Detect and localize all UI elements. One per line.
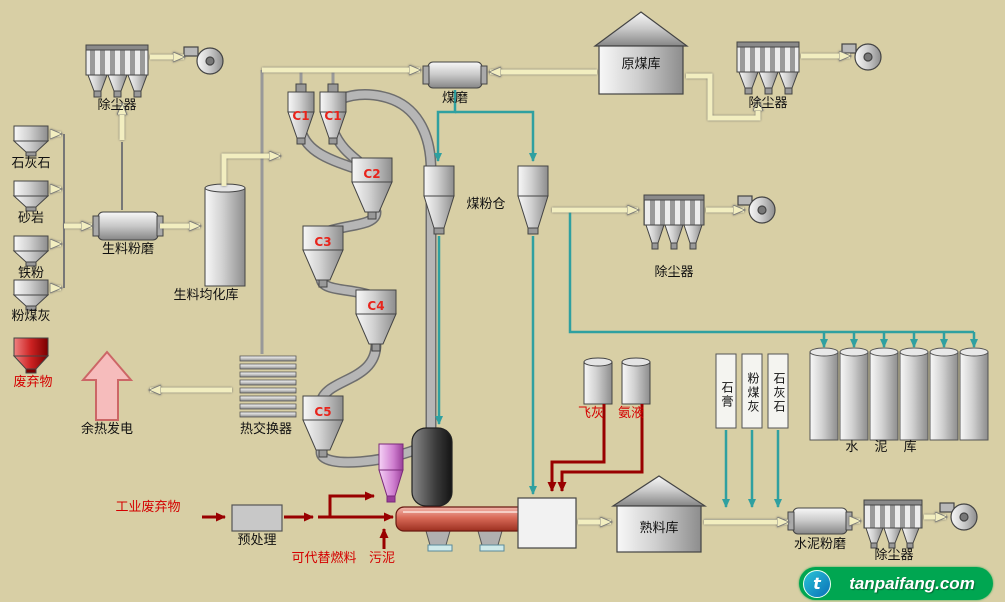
sandstone-label: 砂岩 — [17, 211, 44, 226]
dust-collector-tr-label: 除尘器 — [748, 96, 788, 111]
limestone-additive-label: 石灰石 — [772, 372, 786, 414]
limestone-label: 石灰石 — [11, 156, 51, 171]
gas-powder-flow-lines — [434, 90, 978, 508]
gypsum-bin — [715, 353, 737, 429]
cyclone-c4-label: C4 — [367, 299, 385, 313]
cyclone-c1a — [287, 91, 315, 145]
waste-label: 废弃物 — [13, 375, 53, 390]
dust-collector-top-right-shape — [736, 41, 800, 95]
iron-powder-label: 铁粉 — [17, 266, 44, 281]
fly-ash-bin — [12, 279, 50, 311]
waste-heat-power-label: 余热发电 — [80, 422, 133, 437]
tanpaifang-watermark[interactable]: t tanpaifang.com — [799, 567, 993, 600]
fan-top-left — [183, 46, 224, 75]
cyclone-c2 — [351, 157, 393, 220]
pretreatment-shape — [231, 504, 283, 532]
cyclone-c1b-label: C1 — [324, 109, 342, 123]
heat-exchanger-shape — [239, 355, 297, 418]
cyclone-c4 — [355, 289, 397, 352]
fan-mid-right — [737, 195, 776, 224]
waste-fuel-flow-lines — [202, 404, 644, 549]
coal-powder-silo-right — [517, 165, 549, 235]
cement-mill-shape — [787, 507, 853, 535]
cyclone-c2-label: C2 — [363, 167, 381, 181]
limestone-bin — [12, 125, 50, 157]
fly-ash-additive-label: 粉煤灰 — [746, 372, 760, 414]
raw-material-bins — [12, 125, 50, 374]
gypsum-label: 石膏 — [720, 381, 734, 409]
raw-mill-label: 生料粉磨 — [101, 242, 154, 257]
ammonia-tank — [621, 357, 651, 405]
waste-bin — [12, 337, 50, 374]
material-flow-arrows — [50, 56, 946, 522]
sludge-label: 污泥 — [368, 551, 395, 566]
homogenization-silo-shape — [204, 183, 246, 287]
cement-mill-label: 水泥粉磨 — [793, 537, 846, 552]
sandstone-bin — [12, 180, 50, 212]
industrial-waste-label: 工业废弃物 — [115, 500, 181, 515]
clinker-store-label: 熟料库 — [639, 521, 679, 536]
heat-exchanger-label: 热交换器 — [239, 422, 292, 437]
raw-coal-store-shape — [593, 11, 689, 95]
coal-powder-silo-left — [423, 165, 455, 235]
fly-ash-tank — [583, 357, 613, 405]
dust-collector-mid-right-shape — [643, 194, 705, 250]
cyclone-c3 — [302, 225, 344, 288]
rotary-kiln-shape — [395, 506, 531, 552]
cement-silos-shape — [809, 347, 989, 441]
additive-bins — [715, 353, 789, 429]
dust-collector-tl-label: 除尘器 — [97, 98, 137, 113]
raw-mill-shape — [92, 211, 164, 241]
coal-mill-label: 煤磨 — [441, 91, 468, 106]
homogenization-silo-label: 生料均化库 — [173, 288, 239, 303]
dust-collector-mr-label: 除尘器 — [654, 265, 694, 280]
alt-fuel-feeder — [378, 443, 404, 503]
pretreatment-label: 预处理 — [237, 533, 277, 548]
dust-collector-br-label: 除尘器 — [874, 548, 914, 563]
cyclone-c3-label: C3 — [314, 235, 332, 249]
tanpaifang-logo-text: tanpaifang.com — [849, 573, 975, 593]
fly-ash-label: 飞灰 — [577, 406, 604, 421]
iron-powder-bin — [12, 235, 50, 267]
cyclone-c5-label: C5 — [314, 405, 332, 419]
raw-coal-store-label: 原煤库 — [621, 57, 661, 72]
cement-silos-label: 水 泥 库 — [845, 440, 923, 455]
coal-mill-shape — [422, 61, 488, 89]
tanpaifang-logo-icon: t — [803, 569, 831, 598]
clinker-store-shape — [610, 475, 708, 553]
cyclone-c5 — [302, 395, 344, 458]
fly-ash-raw-label: 粉煤灰 — [11, 309, 51, 324]
coal-powder-silos — [423, 165, 549, 235]
coal-powder-silo-label: 煤粉仓 — [466, 197, 506, 212]
preheater-cyclones — [287, 83, 397, 458]
cyclone-c1b — [319, 91, 347, 145]
ammonia-label: 氨液 — [617, 406, 644, 421]
kiln-smoke-chamber — [411, 427, 453, 507]
dust-collector-top-left-shape — [85, 44, 149, 98]
cyclone-c1a-label: C1 — [292, 109, 310, 123]
fan-bottom-right — [939, 502, 978, 531]
fan-top-right — [841, 43, 882, 71]
alternative-fuel-label: 可代替燃料 — [291, 551, 357, 566]
fly-ash-additive-bin — [741, 353, 763, 429]
limestone-additive-bin — [767, 353, 789, 429]
waste-heat-power-shape — [80, 350, 134, 421]
clinker-cooler-shape — [517, 497, 577, 549]
dust-collector-bottom-right-shape — [863, 499, 923, 549]
